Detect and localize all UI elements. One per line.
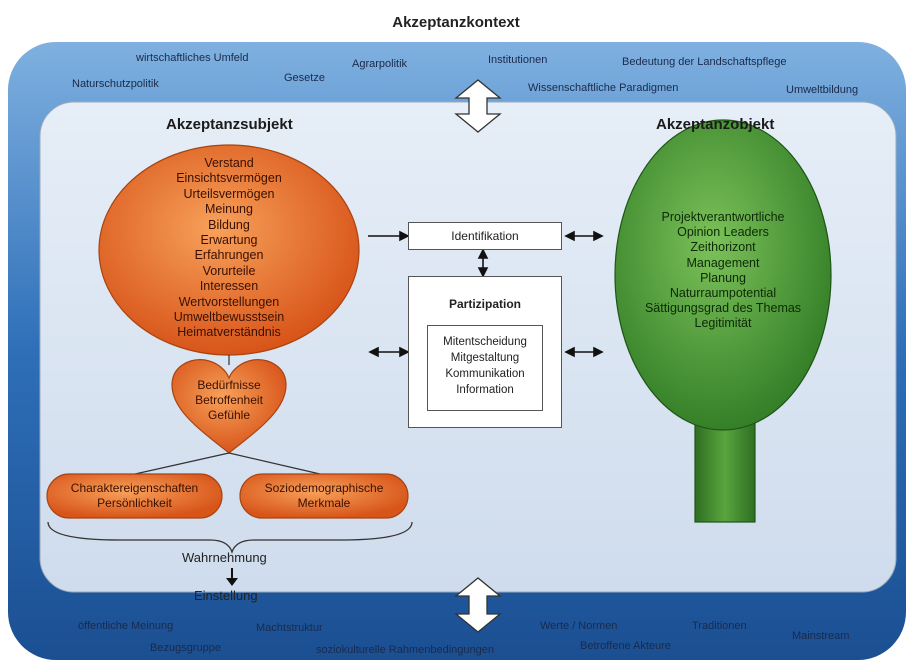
pill-character <box>46 473 223 519</box>
identification-label: Identifikation <box>451 229 519 243</box>
tree-crown <box>614 119 832 431</box>
context-label: Machtstruktur <box>256 622 323 634</box>
subject-attribute: Interessen <box>199 279 259 294</box>
context-label: Agrarpolitik <box>352 58 408 70</box>
pill-line: Merkmale <box>297 496 351 510</box>
heart-item: Bedürfnisse <box>197 378 261 392</box>
identification-box: Identifikation <box>408 222 562 250</box>
subject-attribute: Erfahrungen <box>194 248 264 263</box>
participation-item: Mitgestaltung <box>450 352 520 364</box>
object-attribute: Naturraumpotential <box>669 286 777 301</box>
pill-character-text: Charaktereigenschaften Persönlichkeit <box>47 481 222 511</box>
object-attribute: Planung <box>700 270 746 285</box>
pill-sociodemographic <box>239 473 409 519</box>
subject-attribute: Urteilsvermögen <box>183 186 275 201</box>
participation-title: Partizipation <box>448 297 521 311</box>
context-label: Institutionen <box>488 54 548 66</box>
context-label: wirtschaftliches Umfeld <box>136 52 249 64</box>
context-label: Mainstream <box>792 630 850 642</box>
context-label: öffentliche Meinung <box>78 620 174 632</box>
subject-attribute: Umweltbewusstsein <box>173 310 285 325</box>
perception-label: Wahrnehmung <box>182 550 267 565</box>
context-label: Naturschutzpolitik <box>72 78 159 90</box>
participation-list: Mitentscheidung Mitgestaltung Kommunikat… <box>428 334 542 398</box>
context-label: soziokulturelle Rahmenbedingungen <box>316 644 494 656</box>
object-attribute: Zeithorizont <box>690 240 756 255</box>
context-label: Traditionen <box>692 620 747 632</box>
participation-item: Kommunikation <box>445 368 525 380</box>
subject-heading: Akzeptanzsubjekt <box>166 116 293 133</box>
context-label: Gesetze <box>284 72 325 84</box>
subject-attribute: Verstand <box>204 156 254 170</box>
participation-inner-box: Mitentscheidung Mitgestaltung Kommunikat… <box>427 325 543 411</box>
context-label: Bedeutung der Landschaftspflege <box>622 56 787 68</box>
participation-item: Information <box>456 384 514 396</box>
subject-attribute-list: Verstand Einsichtsvermögen Urteilsvermög… <box>149 156 309 341</box>
context-label: Umweltbildung <box>786 84 859 96</box>
participation-box: Partizipation Mitentscheidung Mitgestalt… <box>408 276 562 428</box>
context-label: Werte / Normen <box>540 620 618 632</box>
context-label: Bezugsgruppe <box>150 642 221 654</box>
pill-sociodemographic-text: Soziodemographische Merkmale <box>240 481 408 511</box>
bottom-double-arrow <box>454 577 502 633</box>
subject-attribute: Einsichtsvermögen <box>176 171 282 186</box>
brace <box>47 521 413 555</box>
pill-line: Persönlichkeit <box>97 496 172 510</box>
top-double-arrow <box>454 79 502 133</box>
context-label: Wissenschaftliche Paradigmen <box>528 82 679 94</box>
attitude-label: Einstellung <box>194 588 258 603</box>
subject-attribute: Bildung <box>208 217 250 232</box>
subject-attribute: Wertvorstellungen <box>178 294 280 309</box>
participation-item: Mitentscheidung <box>443 336 527 348</box>
heart-list: Bedürfnisse Betroffenheit Gefühle <box>179 378 279 423</box>
object-attribute-list: Projektverantwortliche Opinion Leaders Z… <box>628 210 818 332</box>
subject-attribute: Vorurteile <box>202 263 256 278</box>
object-attribute: Management <box>686 255 760 270</box>
heart-item: Betroffenheit <box>195 393 263 407</box>
heart-shape <box>171 359 287 454</box>
context-label: Betroffene Akteure <box>580 640 671 652</box>
heart-item: Gefühle <box>207 408 251 422</box>
object-attribute: Opinion Leaders <box>677 225 769 240</box>
pill-line: Soziodemographische <box>264 481 384 495</box>
subject-attribute: Erwartung <box>200 233 258 248</box>
object-attribute: Projektverantwortliche <box>661 210 785 224</box>
subject-attribute: Meinung <box>205 202 253 217</box>
object-attribute: Sättigungsgrad des Themas <box>644 301 802 316</box>
pill-line: Charaktereigenschaften <box>70 481 199 495</box>
object-attribute: Legitimität <box>694 316 752 331</box>
subject-attribute: Heimatverständnis <box>177 325 281 340</box>
context-title: Akzeptanzkontext <box>392 14 520 31</box>
object-heading: Akzeptanzobjekt <box>656 116 775 133</box>
